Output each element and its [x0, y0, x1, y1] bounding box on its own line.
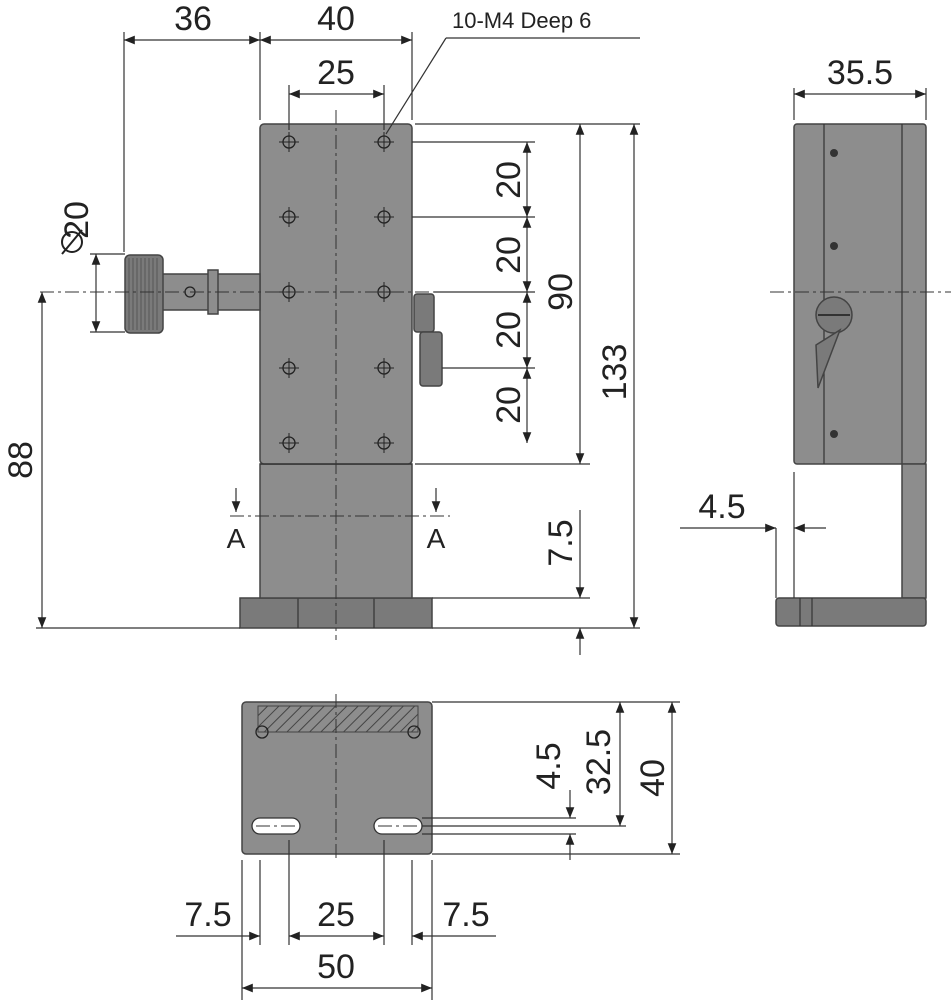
dim-side-depth: 35.5: [827, 54, 893, 92]
dim-slot-position: 32.5: [580, 729, 618, 795]
side-base: [775, 597, 927, 627]
dim-base-height: 7.5: [542, 519, 580, 566]
dim-side-offset: 4.5: [698, 488, 745, 526]
dim-hole-pitch-2: 20: [490, 236, 528, 274]
dim-right-margin: 7.5: [442, 896, 489, 934]
front-view: 36 40 25 10-M4 Deep 6 20 20 20 20 20 90 …: [2, 0, 640, 655]
dim-bottom-depth: 40: [634, 759, 672, 797]
dim-slot-offset: 4.5: [530, 742, 568, 789]
hatched-section: [257, 705, 419, 733]
dim-stage-width: 40: [317, 0, 355, 38]
side-table: [793, 123, 927, 465]
diameter-icon: [61, 229, 83, 255]
dim-hole-pitch-3: 20: [490, 311, 528, 349]
lock-lever: [413, 293, 435, 333]
bottom-view: 4.5 32.5 40 7.5 25 7.5 50: [176, 694, 680, 1000]
base-plate: [241, 701, 433, 855]
dim-base-width: 50: [317, 948, 355, 986]
dim-hole-pitch-4: 20: [490, 386, 528, 424]
dim-hole-span: 90: [542, 273, 580, 311]
dim-center-height: 88: [2, 441, 40, 479]
side-view: 35.5 4.5: [680, 54, 951, 627]
section-label-right: A: [427, 523, 446, 554]
thread-note: 10-M4 Deep 6: [452, 8, 591, 33]
dim-knob-offset: 36: [174, 0, 212, 38]
section-label-left: A: [227, 523, 246, 554]
dim-total-height: 133: [596, 344, 634, 401]
dim-left-margin: 7.5: [184, 896, 231, 934]
dim-slot-spacing: 25: [317, 896, 355, 934]
dim-hole-pitch-1: 20: [490, 161, 528, 199]
dim-hole-spacing: 25: [317, 54, 355, 92]
